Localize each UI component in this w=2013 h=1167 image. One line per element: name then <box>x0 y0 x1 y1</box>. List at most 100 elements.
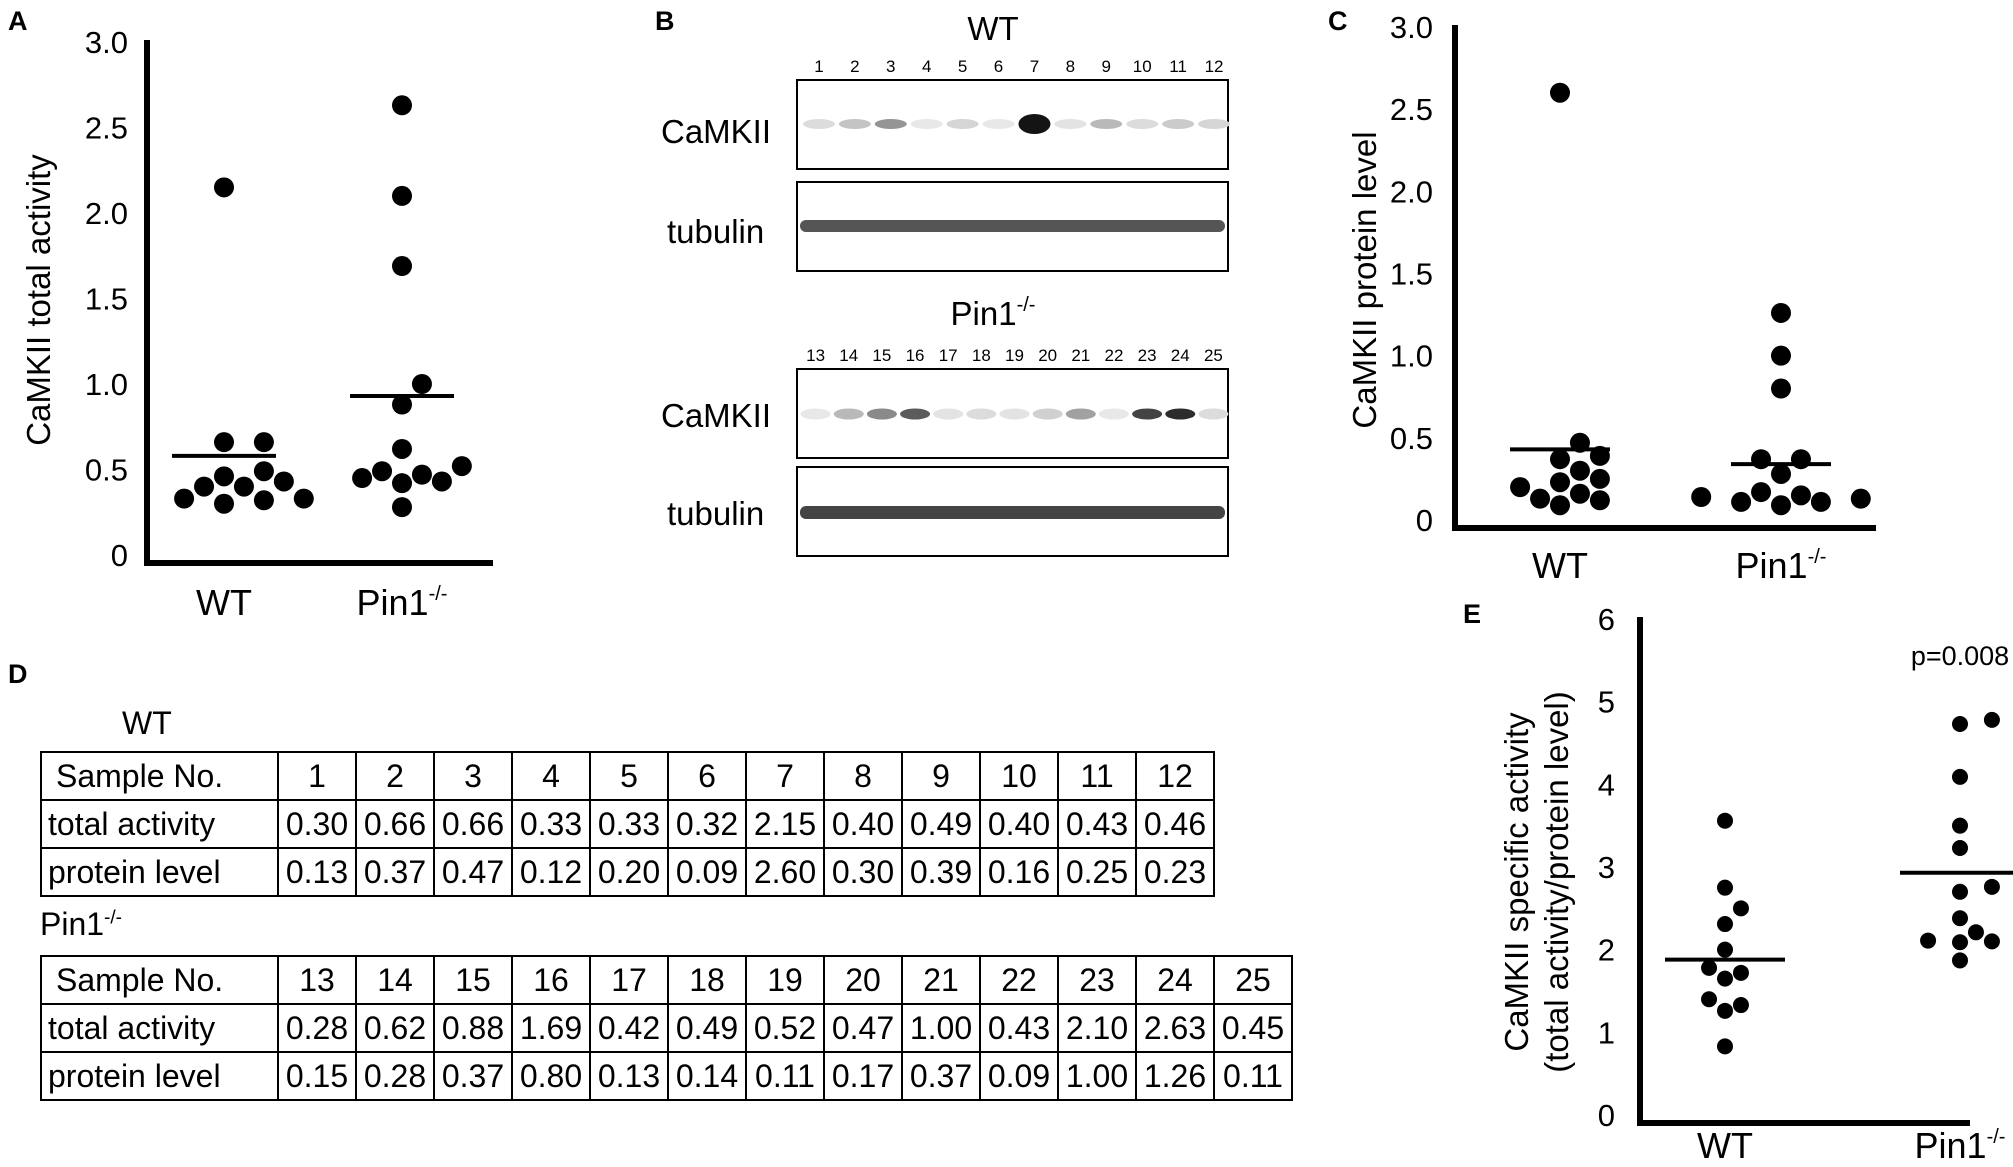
table-cell: 2.60 <box>745 847 825 897</box>
y-tick-label: 0.5 <box>1390 421 1433 456</box>
x-category-label: Pin1-/- <box>357 582 448 623</box>
blot-band <box>1090 119 1123 129</box>
y-tick-label: 1.0 <box>85 367 128 402</box>
data-point <box>1717 812 1733 829</box>
blot-band <box>874 119 907 129</box>
data-point <box>1771 463 1791 484</box>
data-point <box>392 394 412 415</box>
table-cell: 0.13 <box>277 847 357 897</box>
blot-lane-number: 1 <box>814 57 823 76</box>
y-tick-label: 3.0 <box>1390 10 1433 45</box>
data-point <box>1569 483 1590 504</box>
blot-lane-number: 20 <box>1038 346 1057 365</box>
blot-lane-number: 24 <box>1171 346 1190 365</box>
row-header: total activity <box>40 799 279 849</box>
blot-band <box>866 408 897 420</box>
table-cell: 0.47 <box>433 847 513 897</box>
data-point <box>1952 839 1968 856</box>
table-cell: 0.30 <box>823 847 903 897</box>
table-cell: 0.37 <box>355 847 435 897</box>
data-point <box>253 461 274 482</box>
table-cell: 10 <box>979 751 1059 801</box>
blot-label-camkii-pin: CaMKII <box>661 397 771 434</box>
table-cell: 11 <box>1057 751 1137 801</box>
data-point <box>194 476 215 497</box>
blot-lane-number: 15 <box>872 346 891 365</box>
table-cell: 0.13 <box>589 1051 669 1101</box>
table-cell: 0.80 <box>511 1051 591 1101</box>
data-point <box>1850 488 1871 509</box>
blot-lane-number: 5 <box>958 57 967 76</box>
data-point <box>392 95 412 116</box>
data-point <box>1952 883 1968 900</box>
table-cell: 0.33 <box>589 799 669 849</box>
table-cell: 20 <box>823 955 903 1005</box>
table-cell: 0.14 <box>667 1051 747 1101</box>
y-tick-label: 2.5 <box>1390 92 1433 127</box>
table-cell: 0.30 <box>277 799 357 849</box>
blot-band <box>1032 408 1063 420</box>
table-cell: 0.62 <box>355 1003 435 1053</box>
x-category-label: WT <box>1532 545 1588 586</box>
y-tick-label: 0.5 <box>85 453 128 488</box>
blot-band <box>838 119 871 129</box>
data-point <box>1717 1002 1733 1019</box>
data-point <box>1701 991 1718 1008</box>
x-category-label: WT <box>1697 1125 1753 1166</box>
data-point <box>1983 878 2000 895</box>
table-cell: 2.15 <box>745 799 825 849</box>
table-cell: 17 <box>589 955 669 1005</box>
data-point <box>1732 964 1749 981</box>
panel-label-a: A <box>8 6 28 36</box>
data-point <box>1790 485 1811 506</box>
data-point <box>1550 449 1570 470</box>
table-cell: 1 <box>277 751 357 801</box>
panel-label-e: E <box>1463 599 1481 629</box>
data-point <box>1771 302 1791 323</box>
data-point <box>392 497 412 518</box>
table-cell: 13 <box>277 955 357 1005</box>
y-tick-label: 2 <box>1598 933 1615 968</box>
data-point <box>1732 997 1749 1014</box>
table-cell: 3 <box>433 751 513 801</box>
table-cell: 0.49 <box>901 799 981 849</box>
blot-band <box>1065 408 1096 420</box>
data-point <box>1550 472 1570 493</box>
blot-lane-number: 6 <box>994 57 1003 76</box>
data-point <box>411 374 432 394</box>
blot-bands <box>800 114 1231 519</box>
blot-lane-number: 17 <box>939 346 958 365</box>
table-cell: 0.28 <box>355 1051 435 1101</box>
table-cell: 25 <box>1213 955 1293 1005</box>
table-cell: 0.52 <box>745 1003 825 1053</box>
blot-lane-number: 9 <box>1102 57 1111 76</box>
data-point <box>1589 490 1610 511</box>
data-point <box>1731 491 1752 512</box>
blot-label-tubulin-pin: tubulin <box>667 495 764 532</box>
data-point <box>1771 378 1791 399</box>
table-cell: 19 <box>745 955 825 1005</box>
table-cell: 0.12 <box>511 847 591 897</box>
blot-band <box>946 119 979 129</box>
blot-lane-number: 4 <box>922 57 931 76</box>
data-point <box>392 185 412 206</box>
data-point <box>1952 715 1968 732</box>
row-header: Sample No. <box>40 955 279 1005</box>
table-cell: 0.49 <box>667 1003 747 1053</box>
y-tick-label: 1.5 <box>1390 257 1433 292</box>
row-header: protein level <box>40 1051 279 1101</box>
blot-band <box>1165 408 1196 420</box>
data-point <box>253 432 274 453</box>
blot-lane-number: 23 <box>1138 346 1157 365</box>
data-point <box>1569 460 1590 481</box>
table-cell: 5 <box>589 751 669 801</box>
table-cell: 1.26 <box>1135 1051 1215 1101</box>
y-axis-label: CaMKII protein level <box>1346 131 1383 428</box>
table-wt-title: WT <box>122 705 172 741</box>
data-point <box>1790 449 1811 470</box>
y-tick-label: 2.5 <box>85 111 128 146</box>
